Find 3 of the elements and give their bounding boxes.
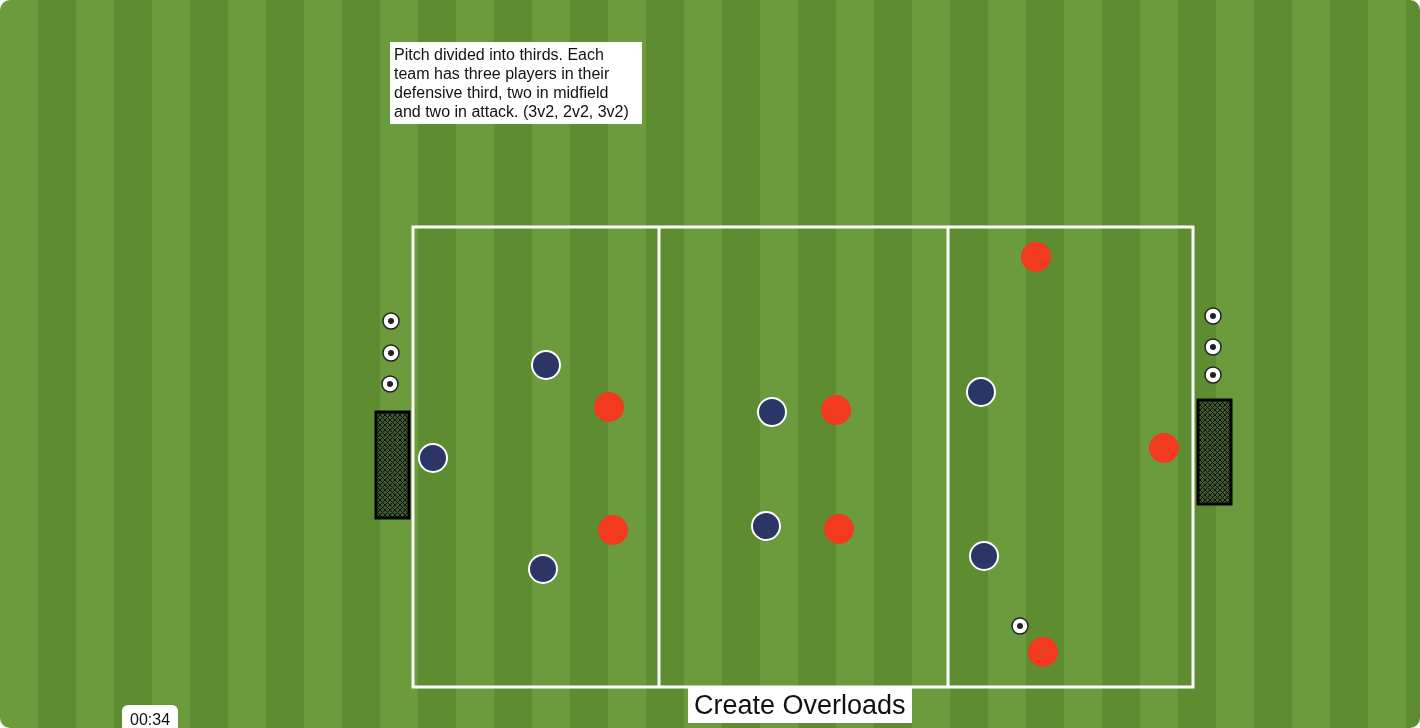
video-timestamp: 00:34: [122, 705, 179, 728]
note-box: Pitch divided into thirds. Each team has three players in their defensive third, two in midfield and two in attack. (3v2, 2v2, 3v2): [390, 42, 642, 124]
caption: Create Overloads: [688, 688, 912, 723]
